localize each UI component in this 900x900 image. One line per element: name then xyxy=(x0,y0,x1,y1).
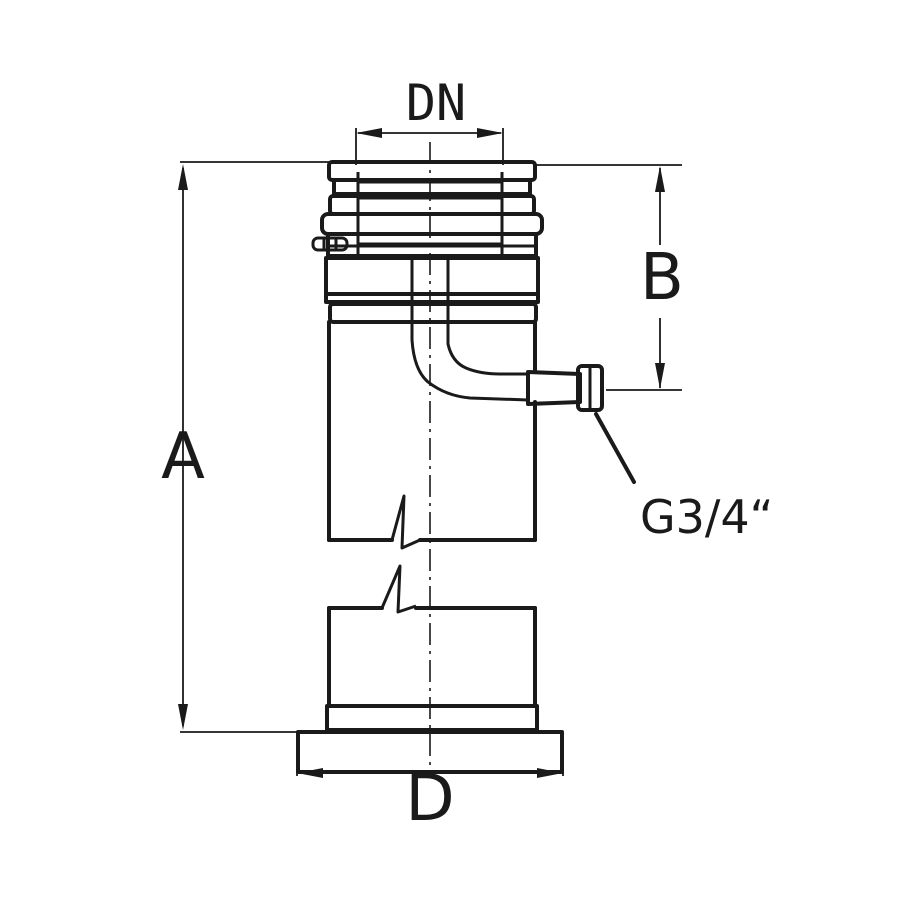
drain-outlet-nozzle xyxy=(526,364,604,412)
dimension-a xyxy=(178,164,188,730)
label-thread-size: G3/4“ xyxy=(640,490,774,544)
thread-leader-line xyxy=(594,412,636,484)
top-socket xyxy=(320,160,544,324)
label-b: B xyxy=(640,241,684,315)
dimension-b xyxy=(655,166,665,389)
base-flange xyxy=(296,730,564,774)
clamp-screw-icon xyxy=(311,236,349,252)
lower-pipe-body xyxy=(325,606,539,732)
label-d: D xyxy=(405,762,454,836)
label-a: A xyxy=(161,420,205,494)
condensate-bend xyxy=(410,258,529,402)
dimension-dn xyxy=(356,128,503,138)
break-lines xyxy=(380,494,421,614)
upper-pipe-body xyxy=(327,320,537,542)
label-dn: DN xyxy=(406,74,466,132)
extension-lines xyxy=(180,128,682,776)
